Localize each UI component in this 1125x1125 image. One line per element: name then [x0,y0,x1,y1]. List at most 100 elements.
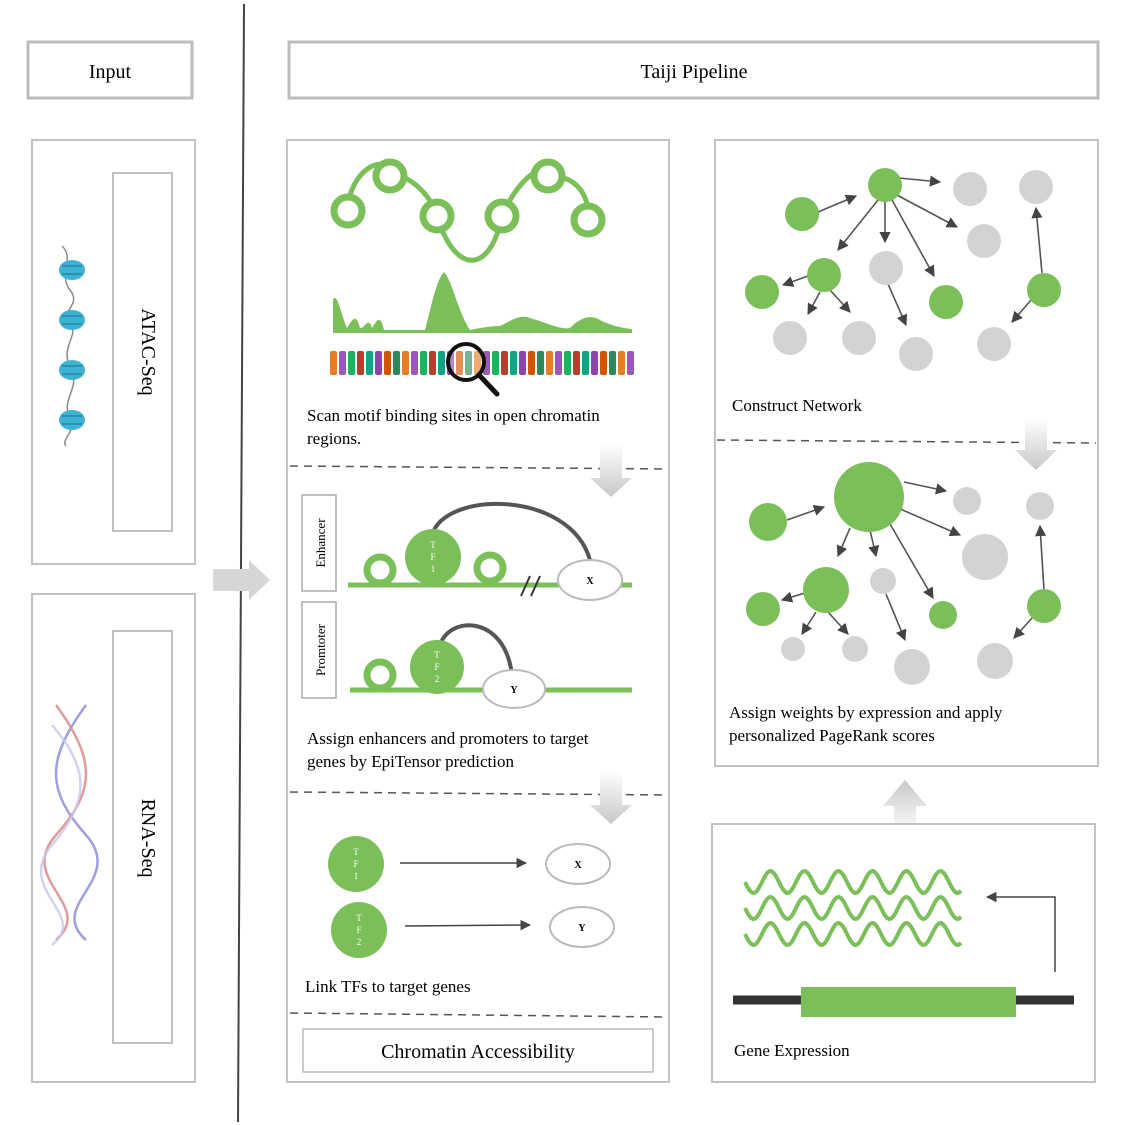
gene-x-label: X [586,576,594,587]
network-node [1019,170,1053,204]
motif-base [528,351,535,375]
tf1-node [405,529,461,585]
motif-base [627,351,634,375]
nucleosome-bead [363,658,397,692]
motif-base [348,351,355,375]
input-header-label: Input [89,61,132,83]
nucleosome-bead [473,551,507,585]
pagerank-node [834,462,904,532]
promoter-tag-label: Promtoter [313,623,328,676]
gene-x-link-label: X [574,860,582,871]
tf1-link-letter-f: F [353,859,358,869]
tf2-letter-n: 2 [435,674,440,684]
motif-base [393,351,400,375]
pagerank-node [746,592,780,626]
pagerank-node [842,636,868,662]
pagerank-node [894,649,930,685]
motif-base [456,351,463,375]
network-node [899,337,933,371]
nucleosome-bead [363,553,397,587]
feedback-arrow [985,891,1056,972]
tf1-letter-n: 1 [431,564,436,574]
gene-exon-block [801,987,1016,1017]
pipeline-header-box [287,40,1100,100]
network-node [807,258,841,292]
motif-base [519,351,526,375]
network-node [785,197,819,231]
down-arrow [590,443,632,497]
tf2-letter-f: F [434,662,439,672]
magnifier-icon [446,342,500,397]
network-node [745,275,779,309]
motif-base [438,351,445,375]
tf1-link-letter-n: 1 [354,871,359,881]
tf1-link-node [328,836,384,892]
motif-base [411,351,418,375]
network-node [977,327,1011,361]
tf2-link-letter-t: T [356,913,362,923]
motif-base [546,351,553,375]
expression-panel [711,823,1096,1083]
gene-y-link-node [549,906,615,948]
tf2-link-node [331,902,387,958]
motif-base [609,351,616,375]
gene-x-link-node [545,843,611,885]
promoter-loop [438,623,514,676]
up-arrow [883,780,927,834]
atac-label-box [112,172,173,532]
motif-base [465,351,472,375]
dna-break-mark [520,575,531,597]
motif-base [564,351,571,375]
tf1-link-letter-t: T [353,847,359,857]
pagerank-caption-line2: personalized PageRank scores [729,726,935,745]
input-header-box [26,40,194,100]
pagerank-node [929,601,957,629]
construct-caption: Construct Network [732,396,862,415]
enhancer-tag [301,494,337,592]
construct-network-graph [745,168,1061,371]
promoter-tag [301,601,337,699]
pagerank-graph [746,462,1061,685]
network-node [967,224,1001,258]
network-node [868,168,902,202]
vertical-divider [237,3,245,1123]
motif-base [429,351,436,375]
scan-caption-line1: Scan motif binding sites in open chromat… [307,406,600,425]
pagerank-node [962,534,1008,580]
tf1-letter-t: T [430,540,436,550]
expression-waves-icon [743,868,963,948]
motif-base [330,351,337,375]
pagerank-node [1026,492,1054,520]
down-arrow [590,770,632,824]
motif-base [402,351,409,375]
network-node [953,172,987,206]
chromatin-loop-icon [330,158,606,263]
assign-caption-line2: genes by EpiTensor prediction [307,752,515,771]
pagerank-node [803,567,849,613]
rna-label-box [112,630,173,1044]
pagerank-caption-line1: Assign weights by expression and apply [729,703,1003,722]
gene-x-node [557,559,623,601]
motif-base [492,351,499,375]
motif-base [573,351,580,375]
down-arrow [1015,418,1057,470]
gene-y-link-label: Y [578,923,586,934]
dna-helix-icon [39,704,99,946]
network-node [842,321,876,355]
network-node [869,251,903,285]
tf2-to-y-arrow [404,919,532,931]
tf2-letter-t: T [434,650,440,660]
pagerank-node [1027,589,1061,623]
link-caption: Link TFs to target genes [305,977,471,996]
section-divider [289,1012,667,1018]
motif-base [375,351,382,375]
motif-base [357,351,364,375]
tf2-link-letter-f: F [356,925,361,935]
network-node [929,285,963,319]
tf2-node [410,640,464,694]
tf1-letter-f: F [430,552,435,562]
gene-y-node [482,669,546,709]
gene-y-label: Y [510,685,518,696]
motif-base [600,351,607,375]
